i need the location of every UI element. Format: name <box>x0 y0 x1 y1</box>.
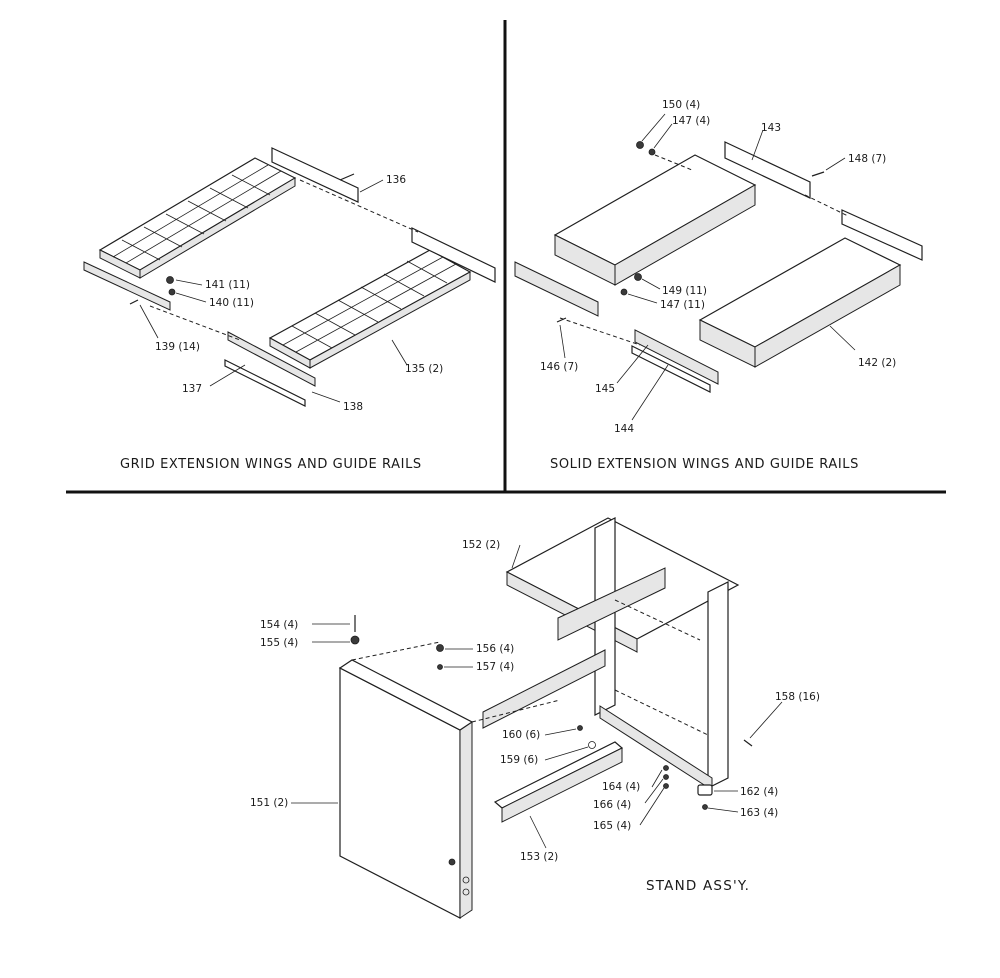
stand-hardware <box>350 615 753 810</box>
callout-151: 151 (2) <box>250 797 288 809</box>
callout-138: 138 <box>343 401 363 413</box>
stand-lower-brace <box>493 741 624 823</box>
callout-147-upper: 147 (4) <box>672 115 710 127</box>
callout-163: 163 (4) <box>740 807 778 819</box>
grid-leader-lines <box>139 179 408 403</box>
callout-149: 149 (11) <box>662 285 707 297</box>
callout-150: 150 (4) <box>662 99 700 111</box>
solid-dashed-alignment <box>559 154 849 346</box>
solid-leader-lines <box>559 113 856 421</box>
caption-stand-assembly: STAND ASS'Y. <box>646 878 750 894</box>
callout-144: 144 <box>614 423 634 435</box>
callout-160: 160 (6) <box>502 729 540 741</box>
callout-146: 146 (7) <box>540 361 578 373</box>
callout-155: 155 (4) <box>260 637 298 649</box>
callout-135: 135 (2) <box>405 363 443 375</box>
callout-137: 137 <box>182 383 202 395</box>
stand-leader-lines <box>291 544 783 849</box>
grid-back-rail <box>271 147 496 283</box>
callout-165: 165 (4) <box>593 820 631 832</box>
callout-153: 153 (2) <box>520 851 558 863</box>
callout-157: 157 (4) <box>476 661 514 673</box>
solid-extension-wing-lower <box>698 237 902 368</box>
callout-166: 166 (4) <box>593 799 631 811</box>
caption-solid-extension: SOLID EXTENSION WINGS AND GUIDE RAILS <box>550 457 859 472</box>
callout-156: 156 (4) <box>476 643 514 655</box>
caption-grid-extension: GRID EXTENSION WINGS AND GUIDE RAILS <box>120 457 422 472</box>
callout-162: 162 (4) <box>740 786 778 798</box>
grid-hardware <box>129 173 355 305</box>
callout-141: 141 (11) <box>205 279 250 291</box>
callout-154: 154 (4) <box>260 619 298 631</box>
callout-164: 164 (4) <box>602 781 640 793</box>
callout-136: 136 <box>386 174 406 186</box>
solid-rails <box>514 141 923 393</box>
callout-140: 140 (11) <box>209 297 254 309</box>
callout-152: 152 (2) <box>462 539 500 551</box>
callout-145: 145 <box>595 383 615 395</box>
grid-front-rail <box>83 261 316 407</box>
grid-extension-wing-lower <box>268 249 472 369</box>
solid-extension-wing-upper <box>553 154 757 286</box>
callout-159: 159 (6) <box>500 754 538 766</box>
callout-148: 148 (7) <box>848 153 886 165</box>
callout-158: 158 (16) <box>775 691 820 703</box>
callout-147-lower: 147 (11) <box>660 299 705 311</box>
callout-142: 142 (2) <box>858 357 896 369</box>
callout-143: 143 <box>761 122 781 134</box>
grid-extension-wing-upper <box>98 157 297 279</box>
stand-side-panel <box>338 641 561 919</box>
callout-139: 139 (14) <box>155 341 200 353</box>
stand-frame <box>482 517 740 791</box>
grid-dashed-alignment <box>149 179 419 341</box>
solid-hardware <box>556 141 825 323</box>
